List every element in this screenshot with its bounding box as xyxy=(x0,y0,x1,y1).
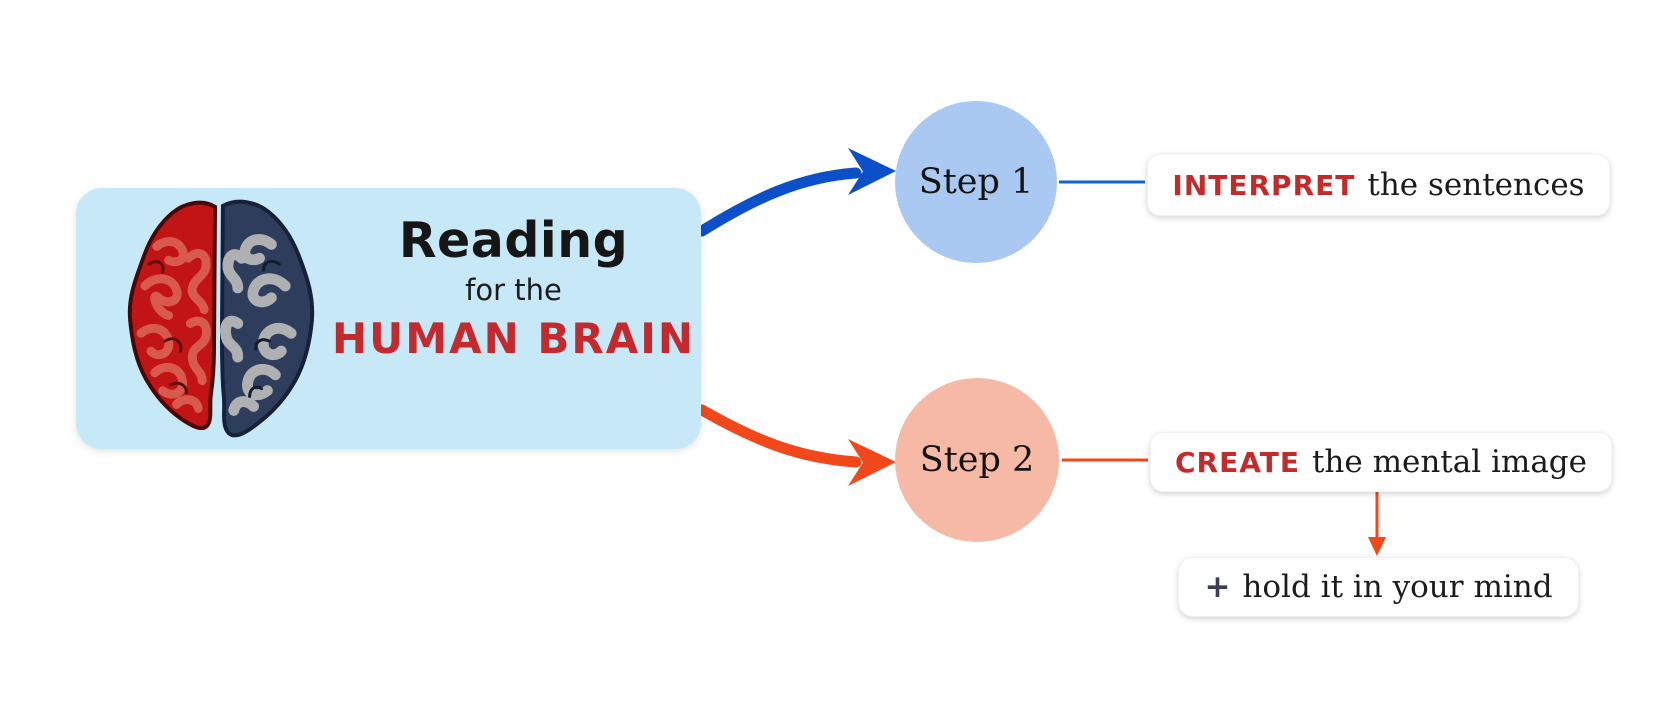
step1-label: Step 1 xyxy=(918,162,1034,202)
reading-card: Reading for the HUMAN BRAIN xyxy=(76,188,701,449)
step2-curved-arrow xyxy=(696,404,862,468)
step2-arrowhead-icon xyxy=(848,439,896,486)
note-text: hold it in your mind xyxy=(1242,569,1553,605)
step1-arrowhead-icon xyxy=(848,148,896,195)
step1-description-text: the sentences xyxy=(1367,167,1585,203)
card-highlight: HUMAN BRAIN xyxy=(332,313,695,363)
split-brain-icon xyxy=(127,199,315,438)
step1-circle: Step 1 xyxy=(895,101,1057,263)
step1-keyword: INTERPRET xyxy=(1172,168,1356,202)
card-title: Reading xyxy=(398,212,629,269)
step2-keyword: CREATE xyxy=(1175,445,1300,479)
card-subtitle: for the xyxy=(465,272,562,307)
card-text-block: Reading for the HUMAN BRAIN xyxy=(331,214,696,362)
step1-description-box: INTERPRET the sentences xyxy=(1147,154,1610,216)
step2-circle: Step 2 xyxy=(895,378,1059,542)
step2-description-box: CREATE the mental image xyxy=(1150,432,1612,492)
step2-description-text: the mental image xyxy=(1311,444,1587,480)
note-box: + hold it in your mind xyxy=(1178,557,1579,617)
plus-icon: + xyxy=(1204,569,1231,605)
step2-label: Step 2 xyxy=(919,440,1035,480)
note-arrowhead-icon xyxy=(1368,537,1386,556)
step1-curved-arrow xyxy=(696,167,862,237)
